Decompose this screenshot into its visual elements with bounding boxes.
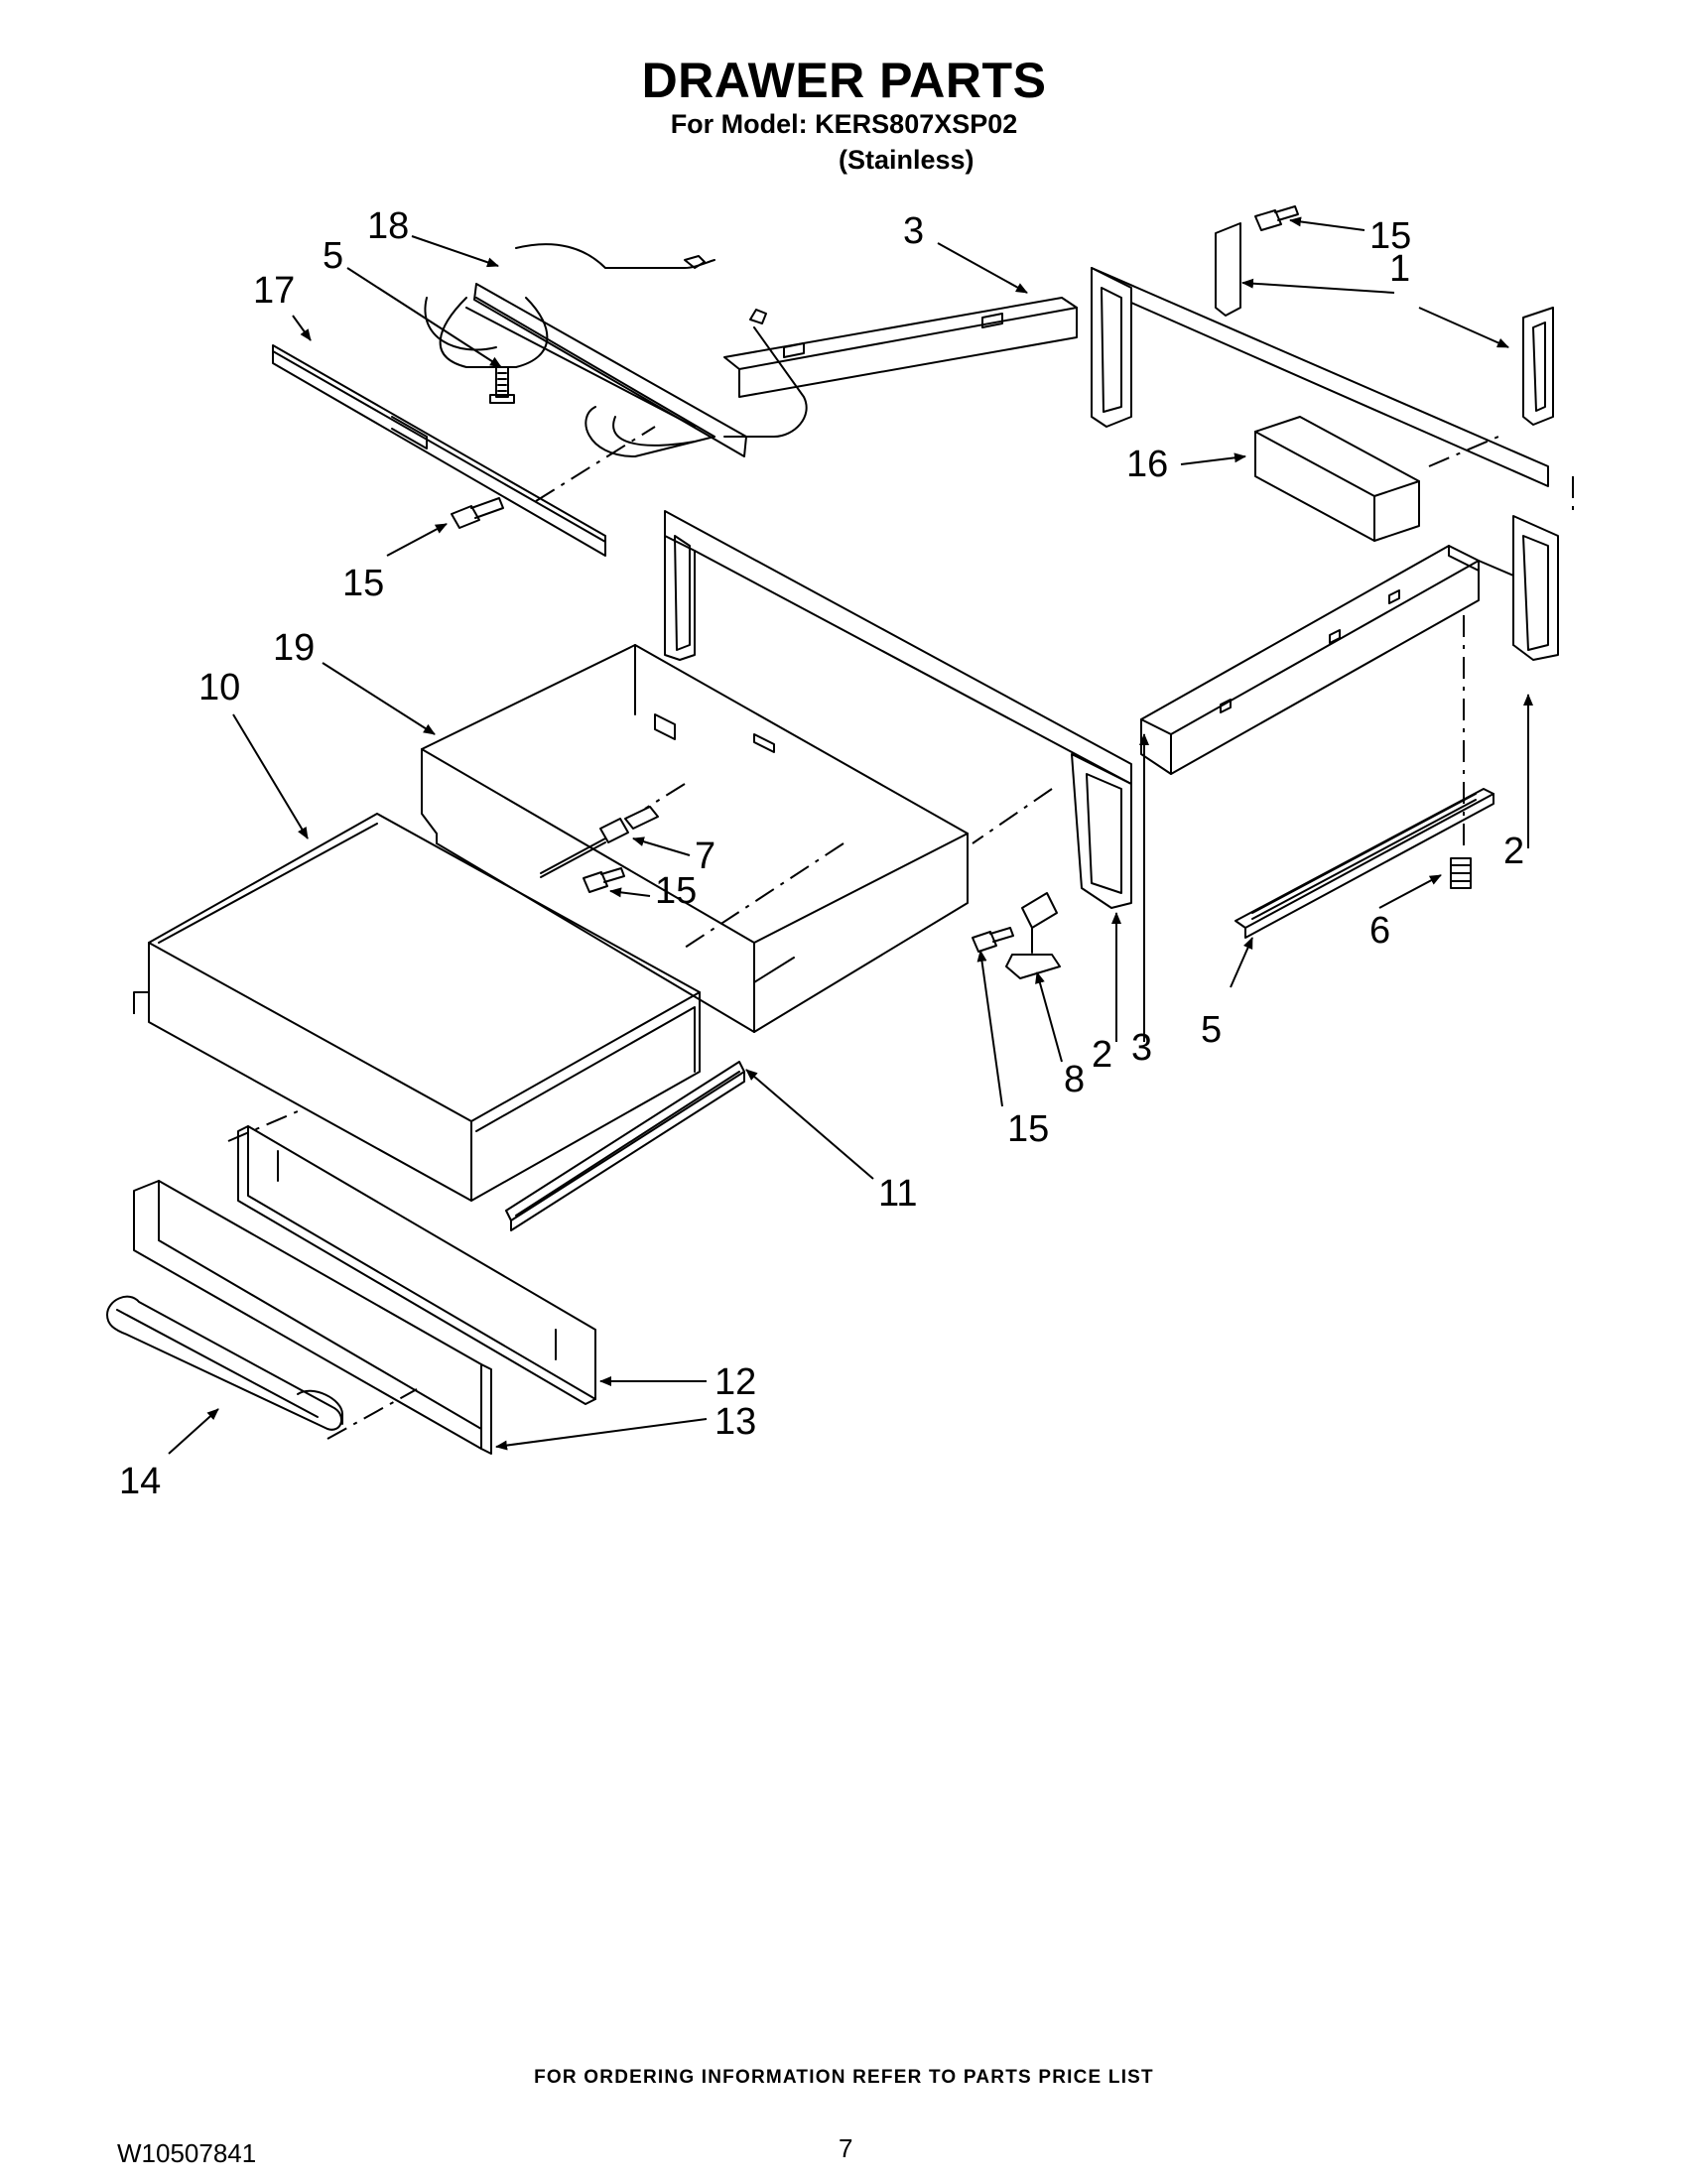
screw-top-left bbox=[489, 366, 515, 404]
ordering-note: FOR ORDERING INFORMATION REFER TO PARTS … bbox=[534, 2067, 1154, 2088]
callout-13: 13 bbox=[714, 1401, 756, 1443]
screw-15-left bbox=[451, 497, 504, 529]
drawer-handle bbox=[106, 1295, 343, 1431]
callout-3-top: 3 bbox=[903, 210, 924, 252]
callout-1: 1 bbox=[1389, 248, 1410, 290]
finish-line: (Stainless) bbox=[839, 145, 974, 175]
callout-2-front: 2 bbox=[1092, 1034, 1112, 1076]
screw-15-leg bbox=[972, 927, 1014, 953]
model-line: For Model: KERS807XSP02 bbox=[670, 109, 1018, 139]
thermostat-probe bbox=[540, 806, 659, 878]
main-frame bbox=[664, 267, 1559, 909]
page-number: 7 bbox=[839, 2133, 853, 2163]
bake-element bbox=[424, 243, 808, 457]
rear-rail bbox=[723, 297, 1078, 398]
callout-5-rail: 5 bbox=[1201, 1009, 1222, 1051]
callout-15-leg: 15 bbox=[1007, 1108, 1049, 1150]
callout-12: 12 bbox=[714, 1361, 756, 1403]
outer-door-panel bbox=[133, 1180, 492, 1455]
callout-5-top: 5 bbox=[323, 235, 343, 277]
drawer-slide-rail-right bbox=[1234, 788, 1494, 939]
callout-8: 8 bbox=[1064, 1059, 1085, 1100]
brackets-part-1 bbox=[1215, 222, 1554, 426]
vent-duct bbox=[1254, 416, 1420, 542]
callout-14: 14 bbox=[119, 1461, 161, 1502]
document-number: W10507841 bbox=[117, 2138, 257, 2168]
drawer-box bbox=[133, 813, 701, 1202]
screw-15-top-right bbox=[1254, 205, 1299, 231]
leveling-leg bbox=[1005, 892, 1061, 979]
screw-15-center bbox=[583, 867, 625, 893]
callout-15-left: 15 bbox=[342, 563, 384, 604]
drawer-liner bbox=[421, 644, 969, 1033]
front-trim bbox=[272, 344, 606, 557]
inner-front-panel bbox=[237, 1125, 596, 1405]
page-title: DRAWER PARTS bbox=[641, 53, 1047, 108]
callout-16: 16 bbox=[1126, 444, 1168, 485]
callout-7: 7 bbox=[695, 835, 715, 877]
callout-10: 10 bbox=[198, 667, 240, 708]
callout-15-top-right: 15 bbox=[1369, 215, 1411, 257]
callout-11: 11 bbox=[878, 1173, 917, 1215]
leveling-spring bbox=[1450, 857, 1472, 889]
callout-19: 19 bbox=[273, 627, 315, 669]
callout-18: 18 bbox=[367, 205, 409, 247]
callout-2-right: 2 bbox=[1503, 831, 1524, 872]
drawer-slide-left bbox=[505, 1061, 745, 1231]
callout-6: 6 bbox=[1369, 910, 1390, 952]
callout-15-center: 15 bbox=[655, 870, 697, 912]
callout-17: 17 bbox=[253, 270, 295, 312]
callout-3-front: 3 bbox=[1131, 1027, 1152, 1069]
